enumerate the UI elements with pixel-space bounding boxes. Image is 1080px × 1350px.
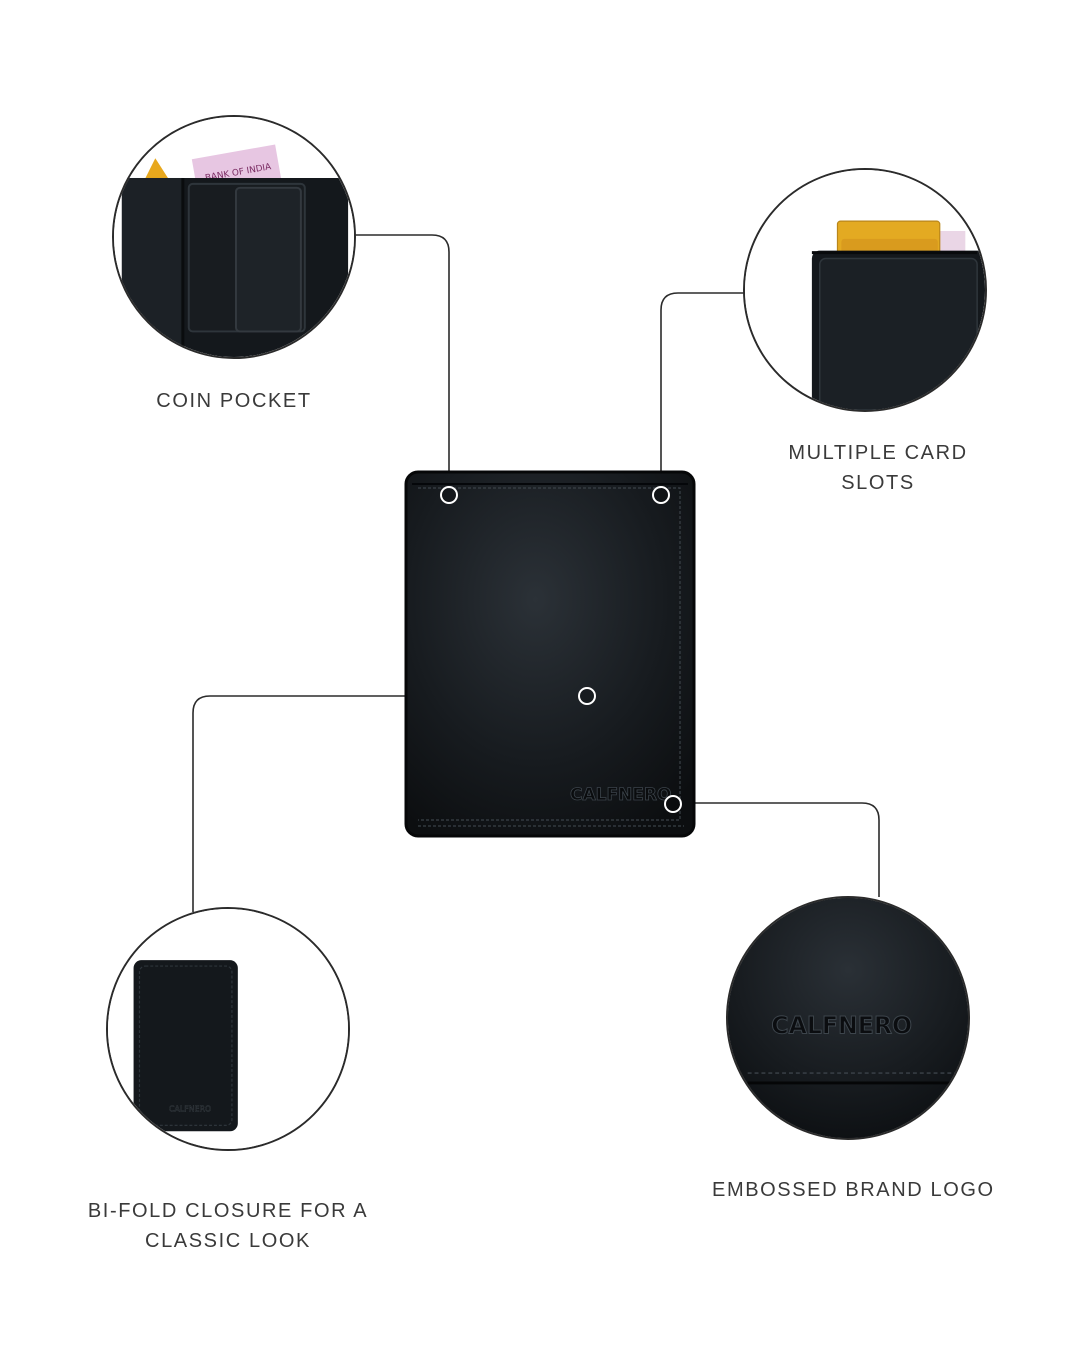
bifold-closeup: CALFNERO <box>106 907 350 1151</box>
hotspot-logo[interactable] <box>664 795 682 813</box>
label-bifold-line-1: BI-FOLD CLOSURE FOR A <box>87 1200 369 1222</box>
logo-emboss-large: CALFNERO <box>771 1012 912 1040</box>
label-coin-pocket: COIN POCKET <box>114 386 354 416</box>
label-card-slots-line-2: SLOTS <box>841 472 915 494</box>
label-bifold: BI-FOLD CLOSURE FOR A CLASSIC LOOK <box>78 1196 378 1256</box>
hotspot-coin-pocket[interactable] <box>440 486 458 504</box>
hotspot-card-slots[interactable] <box>652 486 670 504</box>
connector-coin-pocket <box>350 234 450 486</box>
label-card-slots: MULTIPLE CARD SLOTS <box>748 438 1008 498</box>
label-logo-line: EMBOSSED BRAND LOGO <box>712 1179 995 1201</box>
wallet-logo-emboss: CALFNERO <box>570 785 671 805</box>
label-coin-pocket-line: COIN POCKET <box>156 390 312 412</box>
label-card-slots-line-1: MULTIPLE CARD <box>788 442 968 464</box>
label-logo: EMBOSSED BRAND LOGO <box>712 1175 994 1205</box>
label-bifold-line-2: CLASSIC LOOK <box>145 1230 311 1252</box>
connector-logo <box>690 802 880 897</box>
hotspot-bifold[interactable] <box>578 687 596 705</box>
card-slots-closeup <box>743 168 987 412</box>
logo-closeup: CALFNERO <box>726 896 970 1140</box>
coin-pocket-closeup: BANK OF INDIA <box>112 115 356 359</box>
connector-card-slots <box>660 292 745 486</box>
wallet-main-image: CALFNERO <box>404 470 696 838</box>
bifold-logo-emboss: CALFNERO <box>169 1105 211 1114</box>
